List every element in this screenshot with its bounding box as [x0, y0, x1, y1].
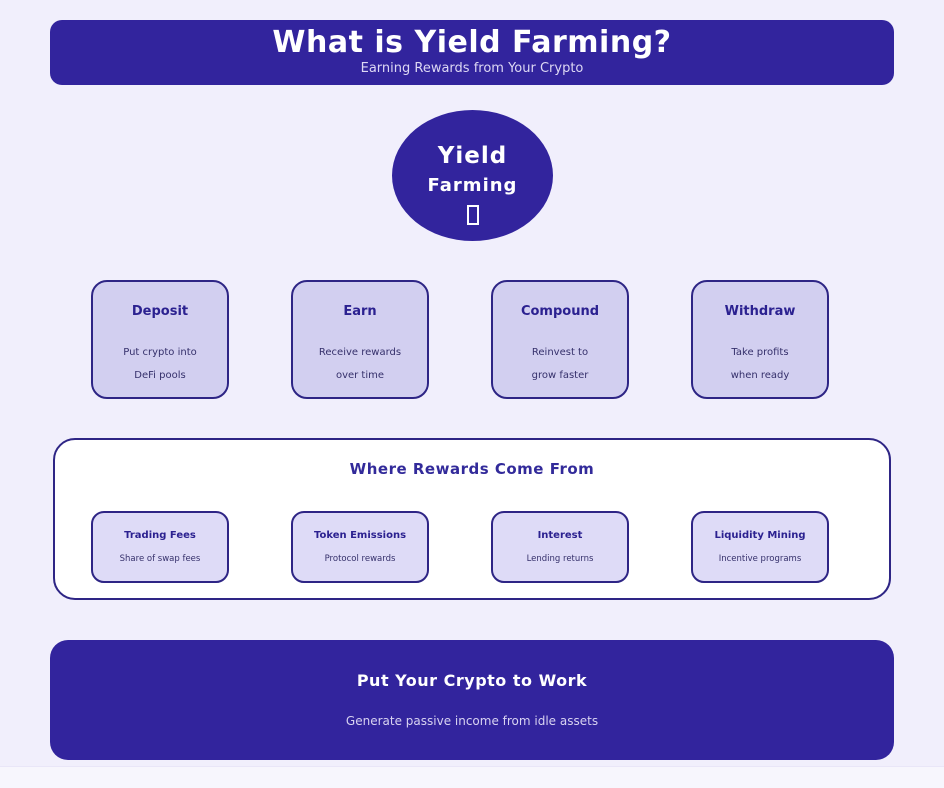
header-banner: What is Yield Farming? Earning Rewards f…	[50, 20, 894, 85]
source-card-interest: Interest Lending returns	[491, 511, 629, 583]
step-description-line: Put crypto into	[123, 347, 197, 358]
source-description: Incentive programs	[718, 554, 802, 564]
step-description-line: Take profits	[731, 347, 789, 358]
page-subtitle: Earning Rewards from Your Crypto	[360, 61, 584, 76]
step-description-line: over time	[335, 370, 385, 381]
center-node-line2: Farming	[427, 175, 518, 196]
footer-subtitle: Generate passive income from idle assets	[345, 714, 599, 728]
source-description: Lending returns	[526, 554, 594, 564]
step-title: Earn	[343, 304, 377, 319]
source-title: Interest	[537, 530, 583, 541]
step-title: Deposit	[131, 304, 189, 319]
source-card-trading-fees: Trading Fees Share of swap fees	[91, 511, 229, 583]
steps-row: Deposit Put crypto into DeFi pools Earn …	[91, 280, 829, 399]
step-card-compound: Compound Reinvest to grow faster	[491, 280, 629, 399]
footer-banner: Put Your Crypto to Work Generate passive…	[50, 640, 894, 760]
step-description-line: DeFi pools	[134, 370, 186, 381]
step-title: Compound	[520, 304, 600, 319]
source-description: Protocol rewards	[324, 554, 396, 564]
reward-sources-row: Trading Fees Share of swap fees Token Em…	[91, 511, 829, 583]
page-bottom-margin	[0, 766, 944, 788]
page-title: What is Yield Farming?	[272, 25, 672, 60]
step-card-deposit: Deposit Put crypto into DeFi pools	[91, 280, 229, 399]
step-title: Withdraw	[724, 304, 796, 319]
step-card-withdraw: Withdraw Take profits when ready	[691, 280, 829, 399]
source-title: Token Emissions	[313, 530, 407, 541]
rewards-section: Where Rewards Come From Trading Fees Sha…	[53, 438, 891, 600]
step-description-line: when ready	[730, 370, 790, 381]
center-node-yield-farming: Yield Farming	[392, 110, 553, 241]
step-description-line: Receive rewards	[318, 347, 402, 358]
step-description-line: Reinvest to	[531, 347, 589, 358]
step-card-earn: Earn Receive rewards over time	[291, 280, 429, 399]
source-title: Liquidity Mining	[714, 530, 806, 541]
rewards-section-title: Where Rewards Come From	[349, 460, 595, 478]
footer-title: Put Your Crypto to Work	[356, 671, 588, 690]
source-title: Trading Fees	[124, 530, 196, 541]
center-node-line1: Yield	[437, 143, 508, 169]
step-description-line: grow faster	[531, 370, 589, 381]
source-description: Share of swap fees	[119, 554, 201, 564]
source-card-token-emissions: Token Emissions Protocol rewards	[291, 511, 429, 583]
source-card-liquidity-mining: Liquidity Mining Incentive programs	[691, 511, 829, 583]
plant-emoji-missing-glyph-icon	[466, 205, 479, 225]
